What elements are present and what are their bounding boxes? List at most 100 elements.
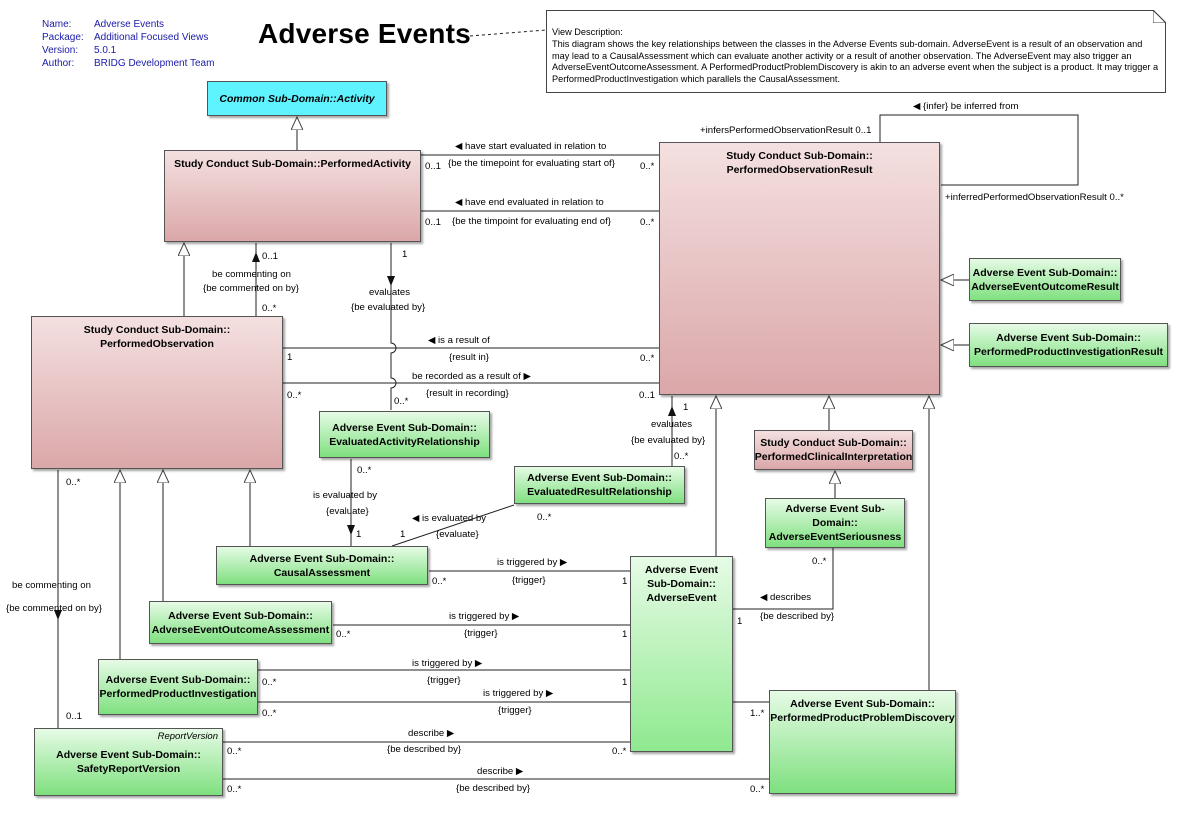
mult-label: 1 [622, 677, 628, 688]
class-performed-observation[interactable]: Study Conduct Sub-Domain:: PerformedObse… [31, 316, 283, 469]
commented-on-by-label: {be commented on by} [6, 603, 103, 614]
class-performed-observation-result[interactable]: Study Conduct Sub-Domain:: PerformedObse… [659, 142, 940, 395]
evaluate-label: {evaluate} [436, 529, 479, 540]
mult-label: 0..1 [425, 217, 442, 228]
mult-label: 1 [622, 629, 628, 640]
diagram-metadata: Name: Adverse Events Package: Additional F… [42, 18, 214, 70]
mult-label: 0..1 [639, 390, 656, 401]
meta-package-key: Package: [42, 32, 84, 43]
commenting-on-label: be commenting on [12, 580, 91, 591]
view-description-note[interactable]: View Description: This diagram shows the… [546, 10, 1166, 93]
mult-label: 0..* [262, 303, 277, 314]
triggered-by-label: is triggered by ▶ [449, 611, 520, 622]
mult-label: 1 [287, 352, 293, 363]
mult-label: 0..* [640, 217, 655, 228]
class-ae-outcome-assessment-label: Adverse Event Sub-Domain:: AdverseEventO… [151, 609, 330, 636]
mult-label: 1 [622, 576, 628, 587]
commented-on-by-label: {be commented on by} [203, 283, 300, 294]
class-ae-outcome-result[interactable]: Adverse Event Sub-Domain:: AdverseEventO… [969, 258, 1121, 301]
trigger-label: {trigger} [512, 575, 546, 586]
described-by-label: {be described by} [760, 611, 835, 622]
class-evaluated-result-relationship-label: Adverse Event Sub-Domain:: EvaluatedResu… [527, 472, 672, 498]
infer-label: ◀ {infer} be inferred from [913, 101, 1019, 112]
commenting-on-label: be commenting on [212, 269, 291, 280]
mult-label: 0..* [640, 353, 655, 364]
class-performed-product-problem-discovery-label: Adverse Event Sub-Domain:: PerformedProd… [770, 698, 955, 724]
note-heading: View Description: [552, 27, 623, 37]
class-performed-clinical-interpretation-label: Study Conduct Sub-Domain:: PerformedClin… [754, 437, 913, 463]
class-performed-observation-result-label: Study Conduct Sub-Domain:: PerformedObse… [726, 150, 873, 176]
mult-label: 0..* [537, 512, 552, 523]
meta-version-key: Version: [42, 45, 79, 56]
mult-label: 0..* [640, 161, 655, 172]
mult-label: 0..1 [262, 251, 279, 262]
meta-package-value: Additional Focused Views [94, 32, 209, 43]
evaluates-label: evaluates [369, 287, 411, 298]
class-activity-label: Common Sub-Domain::Activity [219, 92, 375, 105]
mult-label: 0..* [812, 556, 827, 567]
infers-role-label: +infersPerformedObservationResult 0..1 [700, 125, 872, 136]
class-evaluated-activity-relationship-label: Adverse Event Sub-Domain:: EvaluatedActi… [329, 421, 480, 448]
described-by-label: {be described by} [456, 783, 531, 794]
class-performed-observation-label: Study Conduct Sub-Domain:: PerformedObse… [83, 324, 231, 350]
describe-label: describe ▶ [477, 766, 524, 777]
is-evaluated-by-label: ◀ is evaluated by [412, 513, 487, 524]
class-performed-product-investigation-label: Adverse Event Sub-Domain:: PerformedProd… [99, 674, 257, 700]
note-text: This diagram shows the key relationships… [552, 39, 1159, 84]
class-ae-outcome-result-label: Adverse Event Sub-Domain:: AdverseEventO… [971, 266, 1119, 293]
start-eval-label: ◀ have start evaluated in relation to [455, 141, 607, 152]
mult-label: 1 [400, 529, 406, 540]
class-causal-assessment[interactable]: Adverse Event Sub-Domain:: CausalAssessm… [216, 546, 428, 585]
mult-label: 0..* [262, 677, 277, 688]
described-by-label: {be described by} [387, 744, 462, 755]
end-eval-rev-label: {be the timpoint for evaluating end of} [452, 216, 611, 227]
meta-author-key: Author: [42, 58, 75, 69]
result-in-label: {result in} [449, 352, 490, 363]
diagram-title: Adverse Events [258, 18, 471, 49]
class-adverse-event-label: Adverse Event Sub-Domain:: AdverseEvent [645, 564, 718, 604]
class-evaluated-activity-relationship[interactable]: Adverse Event Sub-Domain:: EvaluatedActi… [319, 411, 490, 458]
meta-author-value: BRIDG Development Team [94, 58, 215, 69]
class-safety-report-version-label: Adverse Event Sub-Domain:: SafetyReportV… [56, 749, 201, 775]
end-eval-label: ◀ have end evaluated in relation to [455, 197, 604, 208]
class-safety-report-version[interactable]: ReportVersion Adverse Event Sub-Domain::… [34, 728, 223, 796]
class-ae-outcome-assessment[interactable]: Adverse Event Sub-Domain:: AdverseEventO… [149, 601, 332, 644]
class-performed-clinical-interpretation[interactable]: Study Conduct Sub-Domain:: PerformedClin… [754, 430, 913, 470]
meta-name-key: Name: [42, 19, 72, 30]
mult-label: 1 [402, 249, 408, 260]
class-adverse-event[interactable]: Adverse Event Sub-Domain:: AdverseEvent [630, 556, 733, 752]
class-performed-product-investigation-result[interactable]: Adverse Event Sub-Domain:: PerformedProd… [969, 323, 1168, 367]
is-evaluated-by-label: is evaluated by [313, 490, 377, 501]
class-performed-product-investigation[interactable]: Adverse Event Sub-Domain:: PerformedProd… [98, 659, 258, 715]
class-ae-seriousness[interactable]: Adverse Event Sub- Domain:: AdverseEvent… [765, 498, 905, 548]
mult-label: 0..1 [425, 161, 442, 172]
describes-label: ◀ describes [760, 592, 812, 603]
meta-version-value: 5.0.1 [94, 45, 117, 56]
triggered-by-label: is triggered by ▶ [412, 658, 483, 669]
mult-label: 0..* [66, 477, 81, 488]
trigger-label: {trigger} [498, 705, 532, 716]
result-recording-label: {result in recording} [426, 388, 509, 399]
meta-name-value: Adverse Events [94, 19, 165, 30]
mult-label: 1..* [750, 708, 765, 719]
trigger-label: {trigger} [464, 628, 498, 639]
inferred-role-label: +inferredPerformedObservationResult 0..* [945, 192, 1124, 203]
class-causal-assessment-label: Adverse Event Sub-Domain:: CausalAssessm… [249, 552, 395, 579]
class-performed-activity[interactable]: Study Conduct Sub-Domain::PerformedActiv… [164, 150, 421, 242]
class-performed-product-problem-discovery[interactable]: Adverse Event Sub-Domain:: PerformedProd… [769, 690, 956, 794]
mult-label: 1 [683, 402, 689, 413]
result-of-label: ◀ is a result of [428, 335, 490, 346]
mult-label: 0..* [357, 465, 372, 476]
class-performed-product-investigation-result-label: Adverse Event Sub-Domain:: PerformedProd… [973, 332, 1164, 358]
evaluated-by-label: {be evaluated by} [351, 302, 426, 313]
mult-label: 0..* [750, 784, 765, 795]
class-evaluated-result-relationship[interactable]: Adverse Event Sub-Domain:: EvaluatedResu… [514, 466, 685, 504]
class-ae-seriousness-label: Adverse Event Sub- Domain:: AdverseEvent… [768, 503, 902, 543]
triggered-by-label: is triggered by ▶ [497, 557, 568, 568]
stereotype-label: ReportVersion [157, 731, 218, 742]
mult-label: 1 [356, 529, 362, 540]
mult-label: 1 [737, 616, 743, 627]
trigger-label: {trigger} [427, 675, 461, 686]
class-activity[interactable]: Common Sub-Domain::Activity [207, 81, 387, 116]
evaluated-by-label: {be evaluated by} [631, 435, 706, 446]
